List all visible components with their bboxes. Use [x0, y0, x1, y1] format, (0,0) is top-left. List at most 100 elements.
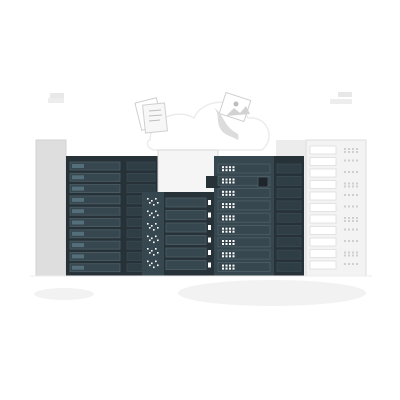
pale-rack-led [356, 263, 358, 265]
pale-rack-led [344, 185, 346, 188]
pale-rack-led [348, 171, 350, 173]
right-rack-led [222, 193, 224, 196]
right-rack-led [229, 166, 231, 169]
pale-rack-led [352, 217, 354, 219]
pale-rack-led [348, 194, 350, 196]
left-rack-slot-detail [72, 231, 84, 236]
right-rack-led [225, 215, 228, 218]
right-rack-led [232, 230, 235, 233]
right-rack-led [229, 227, 231, 230]
right-rack-side-slot [276, 188, 302, 198]
left-rack-slot-detail [72, 243, 84, 248]
center-rack-led [208, 225, 211, 230]
pale-rack-led [356, 171, 358, 173]
pale-rack-led [356, 182, 358, 185]
right-rack-slot [217, 225, 271, 235]
right-rack-slot [217, 200, 271, 211]
center-rack-dot [155, 223, 157, 225]
center-rack-dot [147, 248, 149, 250]
right-rack-led [222, 203, 224, 206]
right-rack-led [222, 215, 224, 218]
pale-rack-led [344, 240, 346, 242]
image-file-icon [218, 91, 252, 123]
right-rack-led [225, 230, 228, 233]
pale-rack-led [356, 205, 358, 208]
pale-rack-led [356, 148, 358, 150]
pale-rack-led [356, 254, 358, 257]
right-rack-panel [257, 176, 269, 188]
pale-rack-slot [309, 226, 337, 235]
left-rack-slot [69, 218, 121, 227]
right-rack-led [232, 255, 235, 258]
pale-rack-led [352, 205, 354, 208]
right-rack-led [222, 240, 224, 242]
left-rack-slot [69, 229, 121, 239]
pale-rack-led [352, 185, 354, 188]
center-rack-led [208, 262, 211, 268]
pale-rack-led [348, 182, 350, 185]
center-rack-dot [155, 210, 157, 213]
center-rack-dot [149, 214, 151, 217]
right-rack-led [232, 206, 235, 209]
pale-rack-led [356, 240, 358, 242]
pale-rack-led [352, 151, 354, 153]
right-rack-slot [217, 261, 271, 272]
pale-rack-led [344, 251, 346, 254]
right-rack-led [229, 169, 231, 172]
center-rack-dot [147, 223, 149, 225]
center-rack-dot [153, 241, 155, 244]
right-rack-led [232, 218, 235, 221]
right-rack-led [222, 227, 224, 230]
right-rack-led [232, 193, 235, 196]
right-rack-led [222, 267, 224, 270]
right-rack-led [229, 267, 231, 270]
right-rack-led [232, 181, 235, 184]
right-rack-slot [217, 175, 271, 186]
right-rack-led [229, 178, 231, 181]
right-rack-led [229, 240, 231, 242]
left-rack-slot [69, 184, 121, 194]
right-rack-led [222, 178, 224, 181]
right-rack-led [232, 166, 235, 169]
pale-rack-led [348, 228, 350, 231]
pale-rack-led [352, 182, 354, 185]
right-rack-led [232, 243, 235, 245]
center-rack-dot [157, 264, 159, 267]
center-rack-slot [165, 222, 207, 233]
pale-rack-led [352, 148, 354, 150]
right-rack-led [225, 267, 228, 270]
right-rack-led [225, 264, 228, 267]
right-rack-led [232, 190, 235, 193]
center-rack-dot [155, 260, 157, 263]
center-rack-dot [151, 200, 153, 202]
pale-rack-led [348, 251, 350, 254]
pale-rack-led [352, 171, 354, 173]
right-rack-led [222, 169, 224, 172]
pale-rack-led [344, 171, 346, 173]
pale-rack-led [348, 185, 350, 188]
pale-rack-slot [309, 191, 337, 201]
center-rack-dot [147, 210, 149, 213]
right-rack-led [225, 252, 228, 255]
right-rack-led [232, 240, 235, 242]
right-rack-led [225, 181, 228, 184]
right-rack-slot [217, 212, 271, 223]
left-rack-side-slot [126, 173, 156, 182]
right-rack-slot [217, 249, 271, 260]
pale-rack-led [344, 148, 346, 150]
center-rack-dot [151, 212, 153, 215]
center-rack-dot [153, 204, 155, 206]
pale-rack-slot [309, 237, 337, 247]
ground-shadow-left [34, 288, 94, 300]
pale-rack-slot [309, 214, 337, 224]
right-rack-side-slot [276, 176, 302, 186]
center-rack-led [208, 250, 211, 255]
center-rack-dot [149, 264, 151, 267]
center-rack-dot [147, 198, 149, 200]
right-rack-led [222, 243, 224, 245]
right-rack-led [232, 267, 235, 270]
ground-shadow-right [178, 280, 366, 306]
center-rack-dot [153, 266, 155, 269]
pale-rack-led [344, 205, 346, 208]
left-rack-slot-detail [72, 265, 84, 270]
